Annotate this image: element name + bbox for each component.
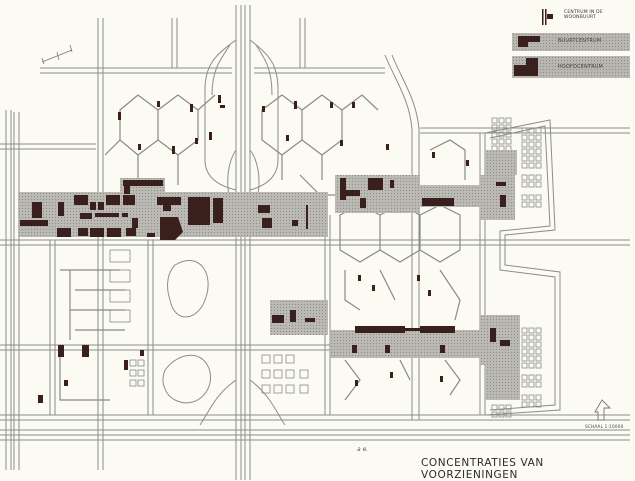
small-block-icon (542, 9, 553, 25)
map-marks: a e. (357, 446, 369, 453)
legend-label: Hoofdcentrum (558, 65, 604, 70)
legend-label: Centrum in de woonbuurt (564, 10, 603, 20)
buurtcentrum-swatch-part (518, 36, 528, 47)
facility-buildings (20, 95, 510, 403)
legend-item-buurtcentrum: Buurtcentrum (512, 33, 630, 51)
legend-label: Buurtcentrum (558, 39, 602, 44)
centre-zones (18, 150, 520, 400)
north-arrow-icon (594, 399, 612, 421)
honeycomb-housing (59, 94, 466, 401)
legend-item-neighbourhood-centre: Centrum in de woonbuurt (512, 6, 630, 28)
scale-bar (41, 44, 73, 65)
legend-item-hoofdcentrum: Hoofdcentrum (512, 56, 630, 78)
map-title: CONCENTRATIES VAN VOORZIENINGEN (421, 457, 544, 481)
map-legend: Centrum in de woonbuurt Buurtcentrum Hoo… (512, 6, 630, 78)
residential-blocks (109, 117, 542, 418)
buurtcentrum-swatch (518, 36, 540, 42)
hoofdcentrum-swatch-part (514, 65, 538, 76)
road-network (0, 5, 630, 480)
scale-label: SCHAAL 1:10000 (585, 424, 624, 429)
